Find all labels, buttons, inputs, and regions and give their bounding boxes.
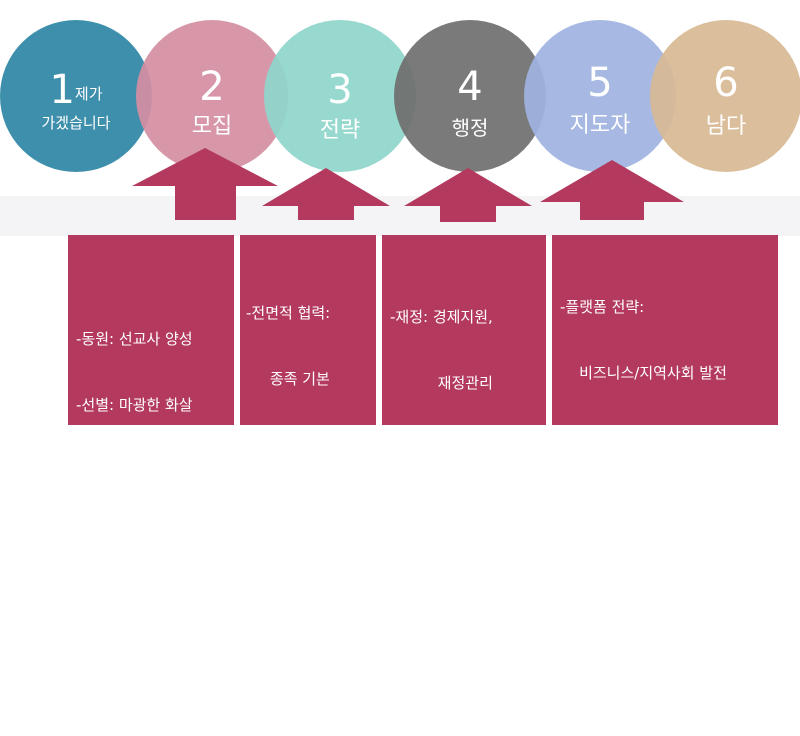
- up-arrow-3: [404, 168, 532, 222]
- box-4-line: -언어문화학습: 좋은 고객: [560, 496, 719, 514]
- box-3-line: -재정: 경제지원,: [390, 308, 493, 326]
- step-4-number: 4: [457, 64, 482, 110]
- box-2-line: -진입 전략:: [246, 568, 317, 586]
- detail-box-2-text: -전면적 협력: 종족 기본 -조사연구: 장소,플랫폼 -진입 전략: 최초 …: [246, 258, 374, 676]
- background-band: [0, 196, 800, 236]
- box-3-line: 수집, 배포: [390, 506, 503, 524]
- step-6-label: 남다: [706, 114, 746, 139]
- box-3-line: -자원: 자원생성,: [390, 572, 493, 590]
- step-1-label: 가겠습니다: [41, 114, 110, 132]
- ministry-process-diagram: 1제가 가겠습니다 2 모집 3 전략 4 행정 5 지도자 6 남다: [0, 20, 800, 425]
- step-circle-3: [264, 20, 416, 172]
- box-1-line: (사 49:2): [76, 462, 188, 480]
- box-3-line: 연결: [390, 638, 485, 656]
- box-1-line: -동원: 선교사 양성: [76, 330, 193, 348]
- step-2-label: 모집: [192, 114, 232, 139]
- box-1-line: -선별: 마광한 화살: [76, 396, 193, 414]
- step-circle-4: [394, 20, 546, 172]
- box-2-line: 종족 기본: [246, 370, 330, 388]
- detail-box-3: [382, 235, 546, 425]
- step-4-label: 행정: [452, 116, 489, 140]
- step-3-number: 3: [327, 67, 352, 113]
- box-2-line: -전면적 협력:: [246, 304, 331, 322]
- box-3-line: -보고: 중보기도편지: [390, 440, 516, 458]
- step-3-label: 전략: [320, 118, 360, 143]
- box-4-line: -플랫폼 전략:: [560, 298, 645, 316]
- arrows: [132, 148, 684, 222]
- box-4-line: 비즈니스/지역사회 발전: [560, 364, 727, 382]
- detail-boxes: [68, 235, 778, 425]
- up-arrow-4: [540, 160, 684, 220]
- step-2-number: 2: [199, 64, 224, 110]
- box-2-line: 최초 진입: [246, 634, 330, 652]
- detail-box-1: [68, 235, 234, 425]
- box-4-line: /창의적 활동: [560, 430, 687, 448]
- box-4-line: -교회개척 전략: 복음전파: [560, 628, 719, 646]
- circle-labels: 1제가 가겠습니다 2 모집 3 전략 4 행정 5 지도자 6 남다: [41, 60, 746, 143]
- step-5-label: 지도자: [570, 113, 631, 138]
- step-circle-6: [650, 20, 800, 172]
- step-1-suffix: 제가: [75, 85, 103, 103]
- detail-box-4-text: -플랫폼 전략: 비즈니스/지역사회 발전 /창의적 활동 -언어문화학습: 좋…: [560, 252, 776, 736]
- step-1-number: 1: [49, 67, 74, 113]
- box-1-line: -돌봄: 전방위적: [76, 528, 175, 546]
- step-1-number-group: 1제가: [49, 67, 102, 113]
- detail-box-3-text: -재정: 경제지원, 재정관리 -보고: 중보기도편지 수집, 배포 -자원: …: [390, 262, 544, 680]
- detail-box-2: [240, 235, 376, 425]
- box-3-line: 재정관리: [390, 374, 493, 392]
- step-6-number: 6: [713, 60, 738, 106]
- detail-box-1-text: -동원: 선교사 양성 -선별: 마광한 화살 (사 49:2) -돌봄: 전방…: [76, 284, 232, 570]
- up-arrow-2: [262, 168, 390, 220]
- step-circle-1: [0, 20, 152, 172]
- box-2-line: 장소,플랫폼: [246, 502, 339, 520]
- step-5-number: 5: [587, 60, 612, 106]
- box-4-line: /제자훈련/교회설립: [560, 694, 719, 712]
- step-circle-5: [524, 20, 676, 172]
- detail-box-4: [552, 235, 778, 425]
- step-circle-2: [136, 20, 288, 172]
- step-circles: [0, 20, 800, 172]
- up-arrow-1: [132, 148, 278, 220]
- box-4-line: /문화이해/타문화교류: [560, 562, 714, 580]
- box-2-line: -조사연구:: [246, 436, 312, 454]
